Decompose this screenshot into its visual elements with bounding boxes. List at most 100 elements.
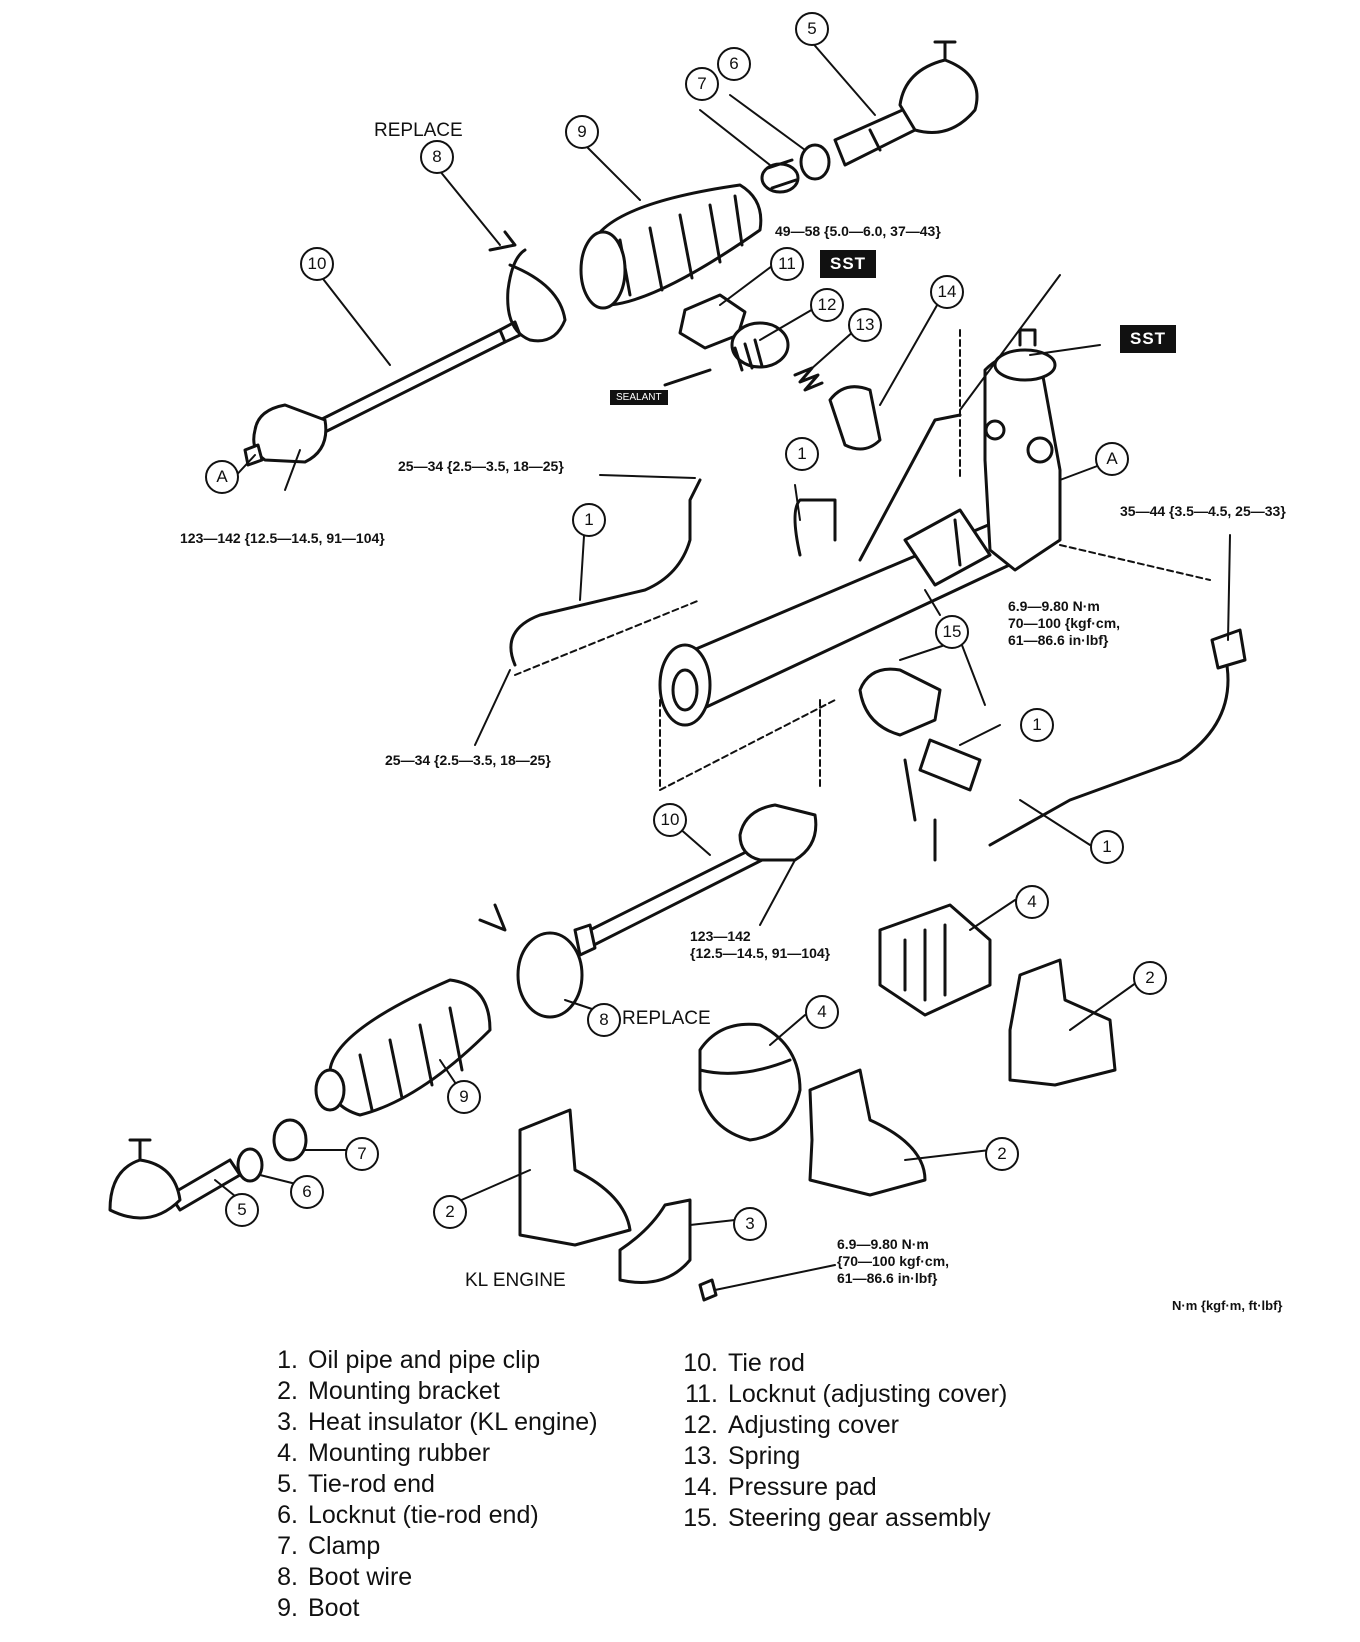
torque-tie-rod-bottom-2: {12.5—14.5, 91—104} (690, 945, 831, 961)
oil-pipe-upper (858, 413, 962, 562)
legend-item-text: Tie rod (728, 1349, 805, 1377)
callout-9-bottom: 9 (447, 1080, 481, 1114)
legend-item: 3.Heat insulator (KL engine) (260, 1407, 598, 1438)
callout-15: 15 (935, 615, 969, 649)
torque-bracket-bolt-3: 61—86.6 in·lbf} (1008, 632, 1109, 648)
steering-gear-exploded-diagram (108, 39, 1247, 1302)
marker-a-left: A (205, 460, 239, 494)
tie-rod-bottom (573, 803, 818, 957)
legend-item-number: 2. (277, 1377, 298, 1405)
oil-pipe-left (509, 478, 702, 667)
legend-item-text: Pressure pad (728, 1473, 877, 1501)
legend-item-text: Adjusting cover (728, 1411, 899, 1439)
alignment-lines (514, 329, 1211, 791)
torque-insulator-bolt-2: {70—100 kgf·cm, (837, 1253, 950, 1269)
legend-item-text: Locknut (tie-rod end) (308, 1501, 539, 1529)
oil-pipe-right (988, 653, 1230, 847)
callout-9-top: 9 (565, 115, 599, 149)
legend-item-number: 14. (683, 1473, 718, 1501)
replace-label-bottom: REPLACE (622, 1008, 711, 1029)
legend-item-number: 6. (277, 1501, 298, 1529)
tie-rod-end-top (833, 40, 979, 167)
legend-item: 4. Mounting rubber (260, 1438, 598, 1469)
callout-5-bottom: 5 (225, 1193, 259, 1227)
bracket-clip (858, 667, 982, 862)
replace-label-top: REPLACE (374, 120, 463, 141)
sealant-badge: SEALANT (610, 390, 668, 405)
callout-14: 14 (930, 275, 964, 309)
mounting-bracket-centre (808, 1068, 927, 1197)
oil-pipe-centre (793, 498, 837, 557)
tie-rod-top (243, 320, 522, 467)
legend-item-text: Heat insulator (KL engine) (308, 1408, 598, 1436)
callout-1-bracket: 1 (1020, 708, 1054, 742)
callout-4-upper: 4 (1015, 885, 1049, 919)
mounting-bracket-left (518, 1108, 632, 1247)
callout-2-centre: 2 (985, 1137, 1019, 1171)
legend-item-text: Mounting rubber (308, 1439, 491, 1467)
sst-badge-mid: SST (1120, 325, 1177, 353)
callout-8-top: 8 (420, 140, 454, 174)
boot-wire-bottom (478, 903, 584, 1019)
legend-item-text: Locknut (adjusting cover) (728, 1380, 1008, 1408)
legend-item-number: 5. (277, 1470, 298, 1498)
torque-bracket-bolt-1: 6.9—9.80 N·m (1008, 598, 1100, 614)
legend-item-number: 10. (683, 1349, 718, 1377)
legend-item: 12. Adjusting cover (680, 1410, 1007, 1441)
legend-item: 5. Tie-rod end (260, 1469, 598, 1500)
legend-item-text: Tie-rod end (308, 1470, 435, 1498)
callout-12: 12 (810, 288, 844, 322)
legend-item: 6. Locknut (tie-rod end) (260, 1500, 598, 1531)
leader-lines (214, 39, 1231, 1291)
oil-pipe-right-fitting (1210, 628, 1247, 670)
legend-item: 7.Clamp (260, 1531, 598, 1562)
torque-insulator-bolt-3: 61—86.6 in·lbf} (837, 1270, 938, 1286)
callout-6-bottom: 6 (290, 1175, 324, 1209)
kl-engine-label: KL ENGINE (465, 1270, 566, 1291)
tie-rod-end-bottom (108, 1138, 242, 1220)
clamp-top (760, 158, 800, 194)
mounting-rubber-lower (698, 1022, 802, 1142)
pressure-pad (828, 385, 882, 451)
legend-item-number: 8. (277, 1563, 298, 1591)
steering-gear-assembly (658, 328, 1062, 727)
callout-1-left: 1 (572, 503, 606, 537)
torque-pipe-top: 25—34 {2.5—3.5, 18—25} (398, 458, 564, 474)
legend-item: 10. Tie rod (680, 1348, 1007, 1379)
callout-10-bottom: 10 (653, 803, 687, 837)
marker-a-right: A (1095, 442, 1129, 476)
torque-pipe-left: 25—34 {2.5—3.5, 18—25} (385, 752, 551, 768)
legend-item-number: 1. (277, 1346, 298, 1374)
insulator-bolt (698, 1278, 718, 1302)
torque-tie-rod-top: 123—142 {12.5—14.5, 91—104} (180, 530, 385, 546)
legend-item-number: 4. (277, 1439, 298, 1467)
sst-badge-top: SST (820, 250, 877, 278)
torque-adjusting-locknut: 49—58 {5.0—6.0, 37—43} (775, 223, 941, 239)
mounting-bracket-right (1008, 958, 1117, 1087)
callout-7-bottom: 7 (345, 1137, 379, 1171)
callout-10-top: 10 (300, 247, 334, 281)
locknut-top (799, 143, 831, 181)
callout-1-upper: 1 (785, 437, 819, 471)
legend-item: 8.Boot wire (260, 1562, 598, 1593)
legend-item: 14. Pressure pad (680, 1472, 1007, 1503)
legend-item-number: 15. (683, 1504, 718, 1532)
torque-insulator-bolt-1: 6.9—9.80 N·m (837, 1236, 929, 1252)
sealant-leader (663, 368, 712, 387)
legend-item-number: 13. (683, 1442, 718, 1470)
adjusting-cover (730, 321, 790, 372)
legend-item-text: Boot (308, 1594, 360, 1622)
callout-8-bottom: 8 (587, 1003, 621, 1037)
legend-item: 9.Boot (260, 1593, 598, 1624)
legend-item: 11. Locknut (adjusting cover) (680, 1379, 1007, 1410)
callout-5-top: 5 (795, 12, 829, 46)
mounting-rubber-upper (878, 903, 992, 1017)
legend-item-number: 12. (683, 1411, 718, 1439)
legend-item-text: Steering gear assembly (728, 1504, 991, 1532)
callout-6-top: 6 (717, 47, 751, 81)
boot-wire-top (488, 230, 567, 343)
legend-column-right: 10.Tie rod 11.Locknut (adjusting cover) … (680, 1348, 1007, 1534)
callout-3: 3 (733, 1207, 767, 1241)
boot-top (579, 183, 763, 310)
legend-item-number: 11. (685, 1380, 718, 1408)
